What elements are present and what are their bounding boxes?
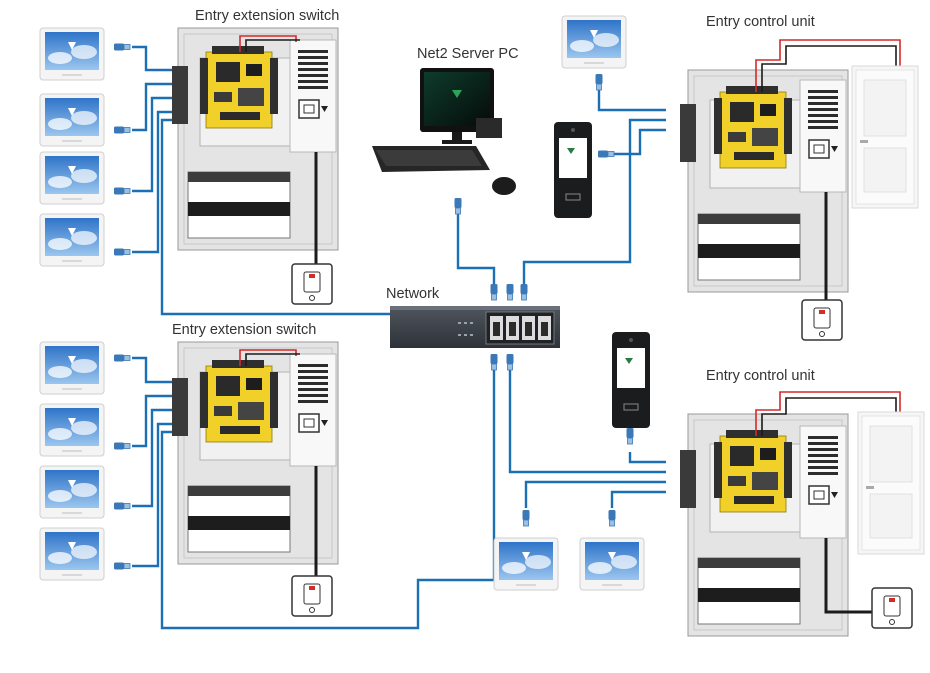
entry-control-unit-top xyxy=(680,39,919,341)
entry-control-unit-label: Entry control unit xyxy=(706,368,815,384)
entry-extension-switch-label: Entry extension switch xyxy=(172,322,317,338)
entry-extension-switch-label: Entry extension switch xyxy=(195,8,340,24)
entry-control-unit-bottom xyxy=(680,391,925,637)
network-label: Network xyxy=(386,286,440,302)
server-pc-icon xyxy=(372,68,516,215)
keypad-panel-icon xyxy=(553,121,615,219)
monitor-icon xyxy=(39,341,131,581)
monitor-icon xyxy=(561,15,627,91)
monitor-icon xyxy=(39,27,131,267)
monitor-icon xyxy=(493,509,645,591)
network-switch-icon xyxy=(390,283,560,371)
entry-extension-switch-bottom xyxy=(172,341,339,617)
keypad-panel-icon xyxy=(611,331,651,445)
net2-server-pc-label: Net2 Server PC xyxy=(417,46,519,62)
entry-extension-switch-top xyxy=(172,27,339,305)
entry-control-unit-label: Entry control unit xyxy=(706,14,815,30)
